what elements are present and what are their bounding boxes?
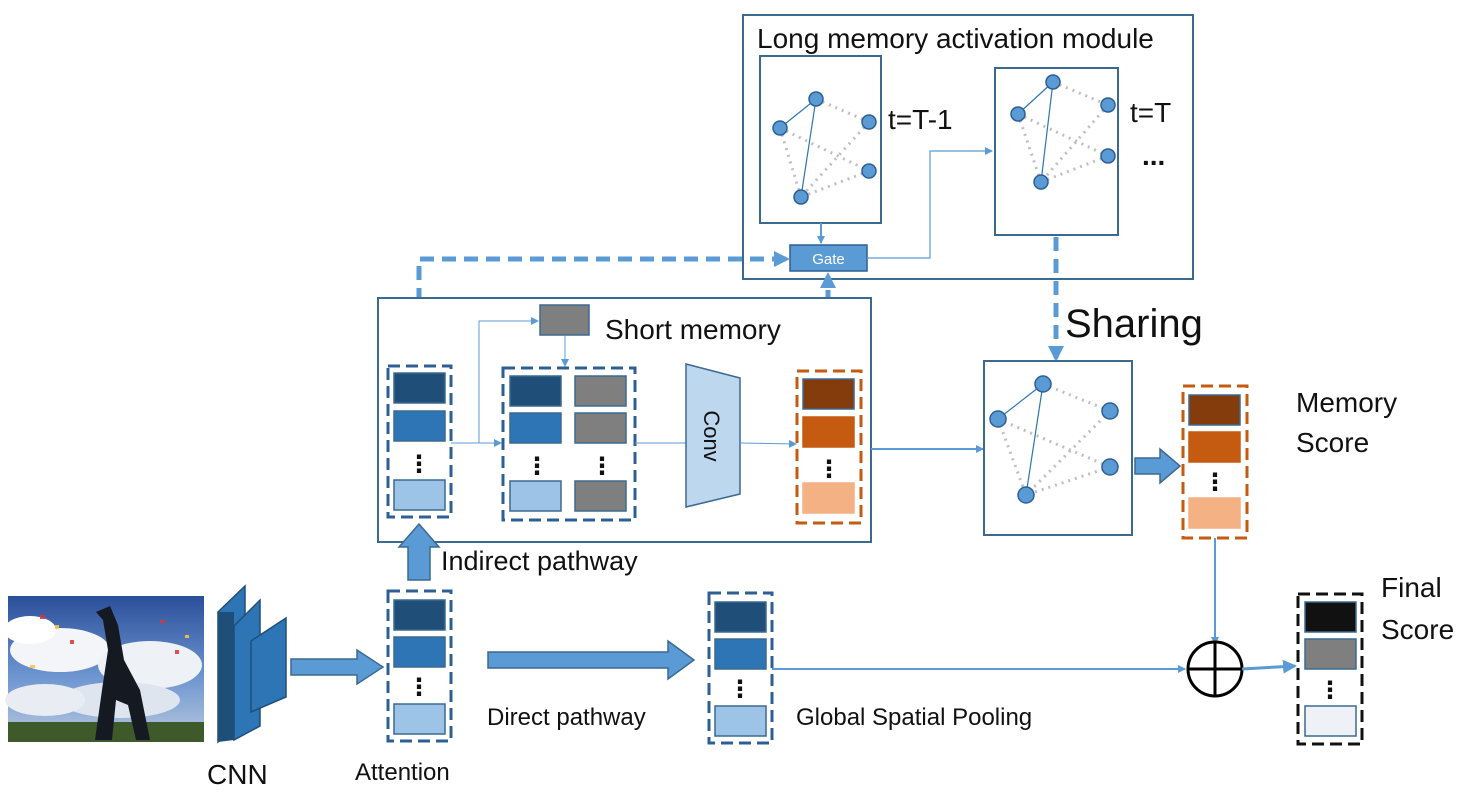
t-ellipsis: ...	[1142, 140, 1165, 171]
memory-score-label-line2: Score	[1296, 427, 1369, 458]
shared-graph	[983, 360, 1133, 536]
cnn-label: CNN	[207, 759, 268, 790]
t-curr-label: t=T	[1130, 97, 1171, 128]
short-memory-title: Short memory	[605, 314, 781, 345]
short-memory-input-column: ⋮	[386, 364, 453, 519]
direct-pathway-label: Direct pathway	[487, 704, 646, 731]
short-memory-output-column: ⋮	[795, 369, 863, 525]
short-memory-gray-block	[539, 304, 590, 336]
grid-dots-left: ⋮	[525, 453, 549, 480]
short-memory-module: Short memory ⋮ ⋮ ⋮	[377, 297, 872, 543]
sharing-label: Sharing	[1065, 302, 1203, 346]
conv-block: Conv	[685, 363, 741, 508]
global-pooling-dots: ⋮	[728, 676, 752, 703]
gate-to-graph-arrow	[867, 147, 993, 259]
output-column-dots: ⋮	[817, 456, 841, 483]
attention-dots: ⋮	[407, 674, 431, 701]
combine-to-final-arrow	[1241, 659, 1297, 674]
attention-column: ⋮	[386, 589, 453, 743]
direct-pathway-arrow	[487, 639, 696, 681]
conv-label: Conv	[699, 410, 724, 461]
t-prev-label: t=T-1	[888, 104, 953, 135]
indirect-pathway-arrow	[397, 522, 441, 581]
cnn-to-attention-arrow	[290, 648, 385, 686]
grid-dots-right: ⋮	[590, 453, 614, 480]
circled-plus-icon	[1186, 640, 1244, 698]
indirect-pathway-label: Indirect pathway	[441, 546, 638, 576]
input-to-gray-block-arrow	[451, 317, 539, 444]
attention-to-gate-dashed-arrow	[416, 251, 790, 368]
input-column-dots: ⋮	[407, 451, 431, 478]
memory-score-label-line1: Memory	[1296, 387, 1397, 418]
final-score-label-line2: Score	[1381, 614, 1454, 645]
global-pooling-column: ⋮	[707, 591, 774, 745]
long-memory-module: Long memory activation module	[742, 14, 1194, 280]
gate-label: Gate	[812, 251, 845, 268]
final-score-dots: ⋮	[1318, 677, 1342, 704]
memory-score-dots: ⋮	[1203, 469, 1227, 496]
final-score-label-line1: Final	[1381, 572, 1442, 603]
photo-icon	[4, 596, 204, 742]
conv-to-output-arrow	[739, 439, 797, 448]
memory-score-column: ⋮	[1181, 384, 1249, 540]
final-score-column: ⋮	[1296, 592, 1364, 746]
long-memory-title: Long memory activation module	[757, 23, 1154, 54]
gate-block: Gate	[789, 244, 868, 272]
cnn-block	[217, 584, 287, 744]
short-memory-grid: ⋮ ⋮	[501, 366, 637, 522]
graph-to-memory-score-arrow	[1134, 447, 1182, 485]
graph-t-prev	[759, 55, 882, 224]
graph-t-curr	[994, 67, 1119, 236]
attention-label: Attention	[355, 759, 450, 786]
global-spatial-pooling-label: Global Spatial Pooling	[796, 704, 1032, 731]
